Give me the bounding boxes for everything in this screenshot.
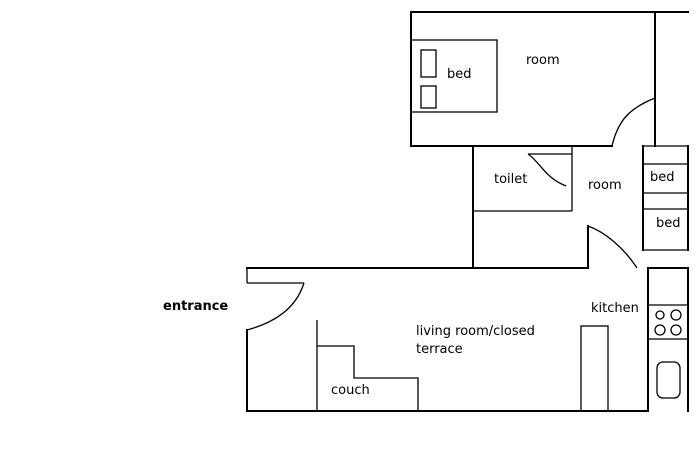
- label-entrance: entrance: [163, 299, 228, 314]
- label-bed-upper: bed: [650, 170, 675, 185]
- label-bed-main: bed: [447, 67, 472, 82]
- living-room-walls: [246, 267, 649, 412]
- pillow-bottom: [420, 85, 437, 109]
- label-living-room: living room/closed: [416, 324, 535, 339]
- toilet-walls: [472, 145, 573, 212]
- label-toilet: toilet: [494, 172, 527, 187]
- top-room-walls: [410, 11, 689, 147]
- label-kitchen: kitchen: [591, 301, 639, 316]
- main-bed: [410, 39, 498, 113]
- sink-icon: [656, 361, 681, 399]
- entrance-door: [246, 282, 305, 331]
- label-terrace: terrace: [416, 342, 463, 357]
- kitchen-walls: [647, 267, 689, 412]
- label-couch: couch: [331, 383, 370, 398]
- top-room-door: [611, 97, 656, 147]
- pillow-top: [420, 49, 437, 78]
- couch-shape: [316, 320, 419, 411]
- small-beds: [643, 145, 689, 251]
- middle-room-walls: [472, 145, 644, 269]
- middle-room-door: [587, 225, 638, 269]
- label-room-top: room: [526, 53, 560, 68]
- kitchen-counter: [580, 325, 609, 412]
- label-room-middle: room: [588, 178, 622, 193]
- label-bed-lower: bed: [656, 216, 681, 231]
- toilet-door: [527, 153, 567, 187]
- stove-icon: [654, 309, 682, 336]
